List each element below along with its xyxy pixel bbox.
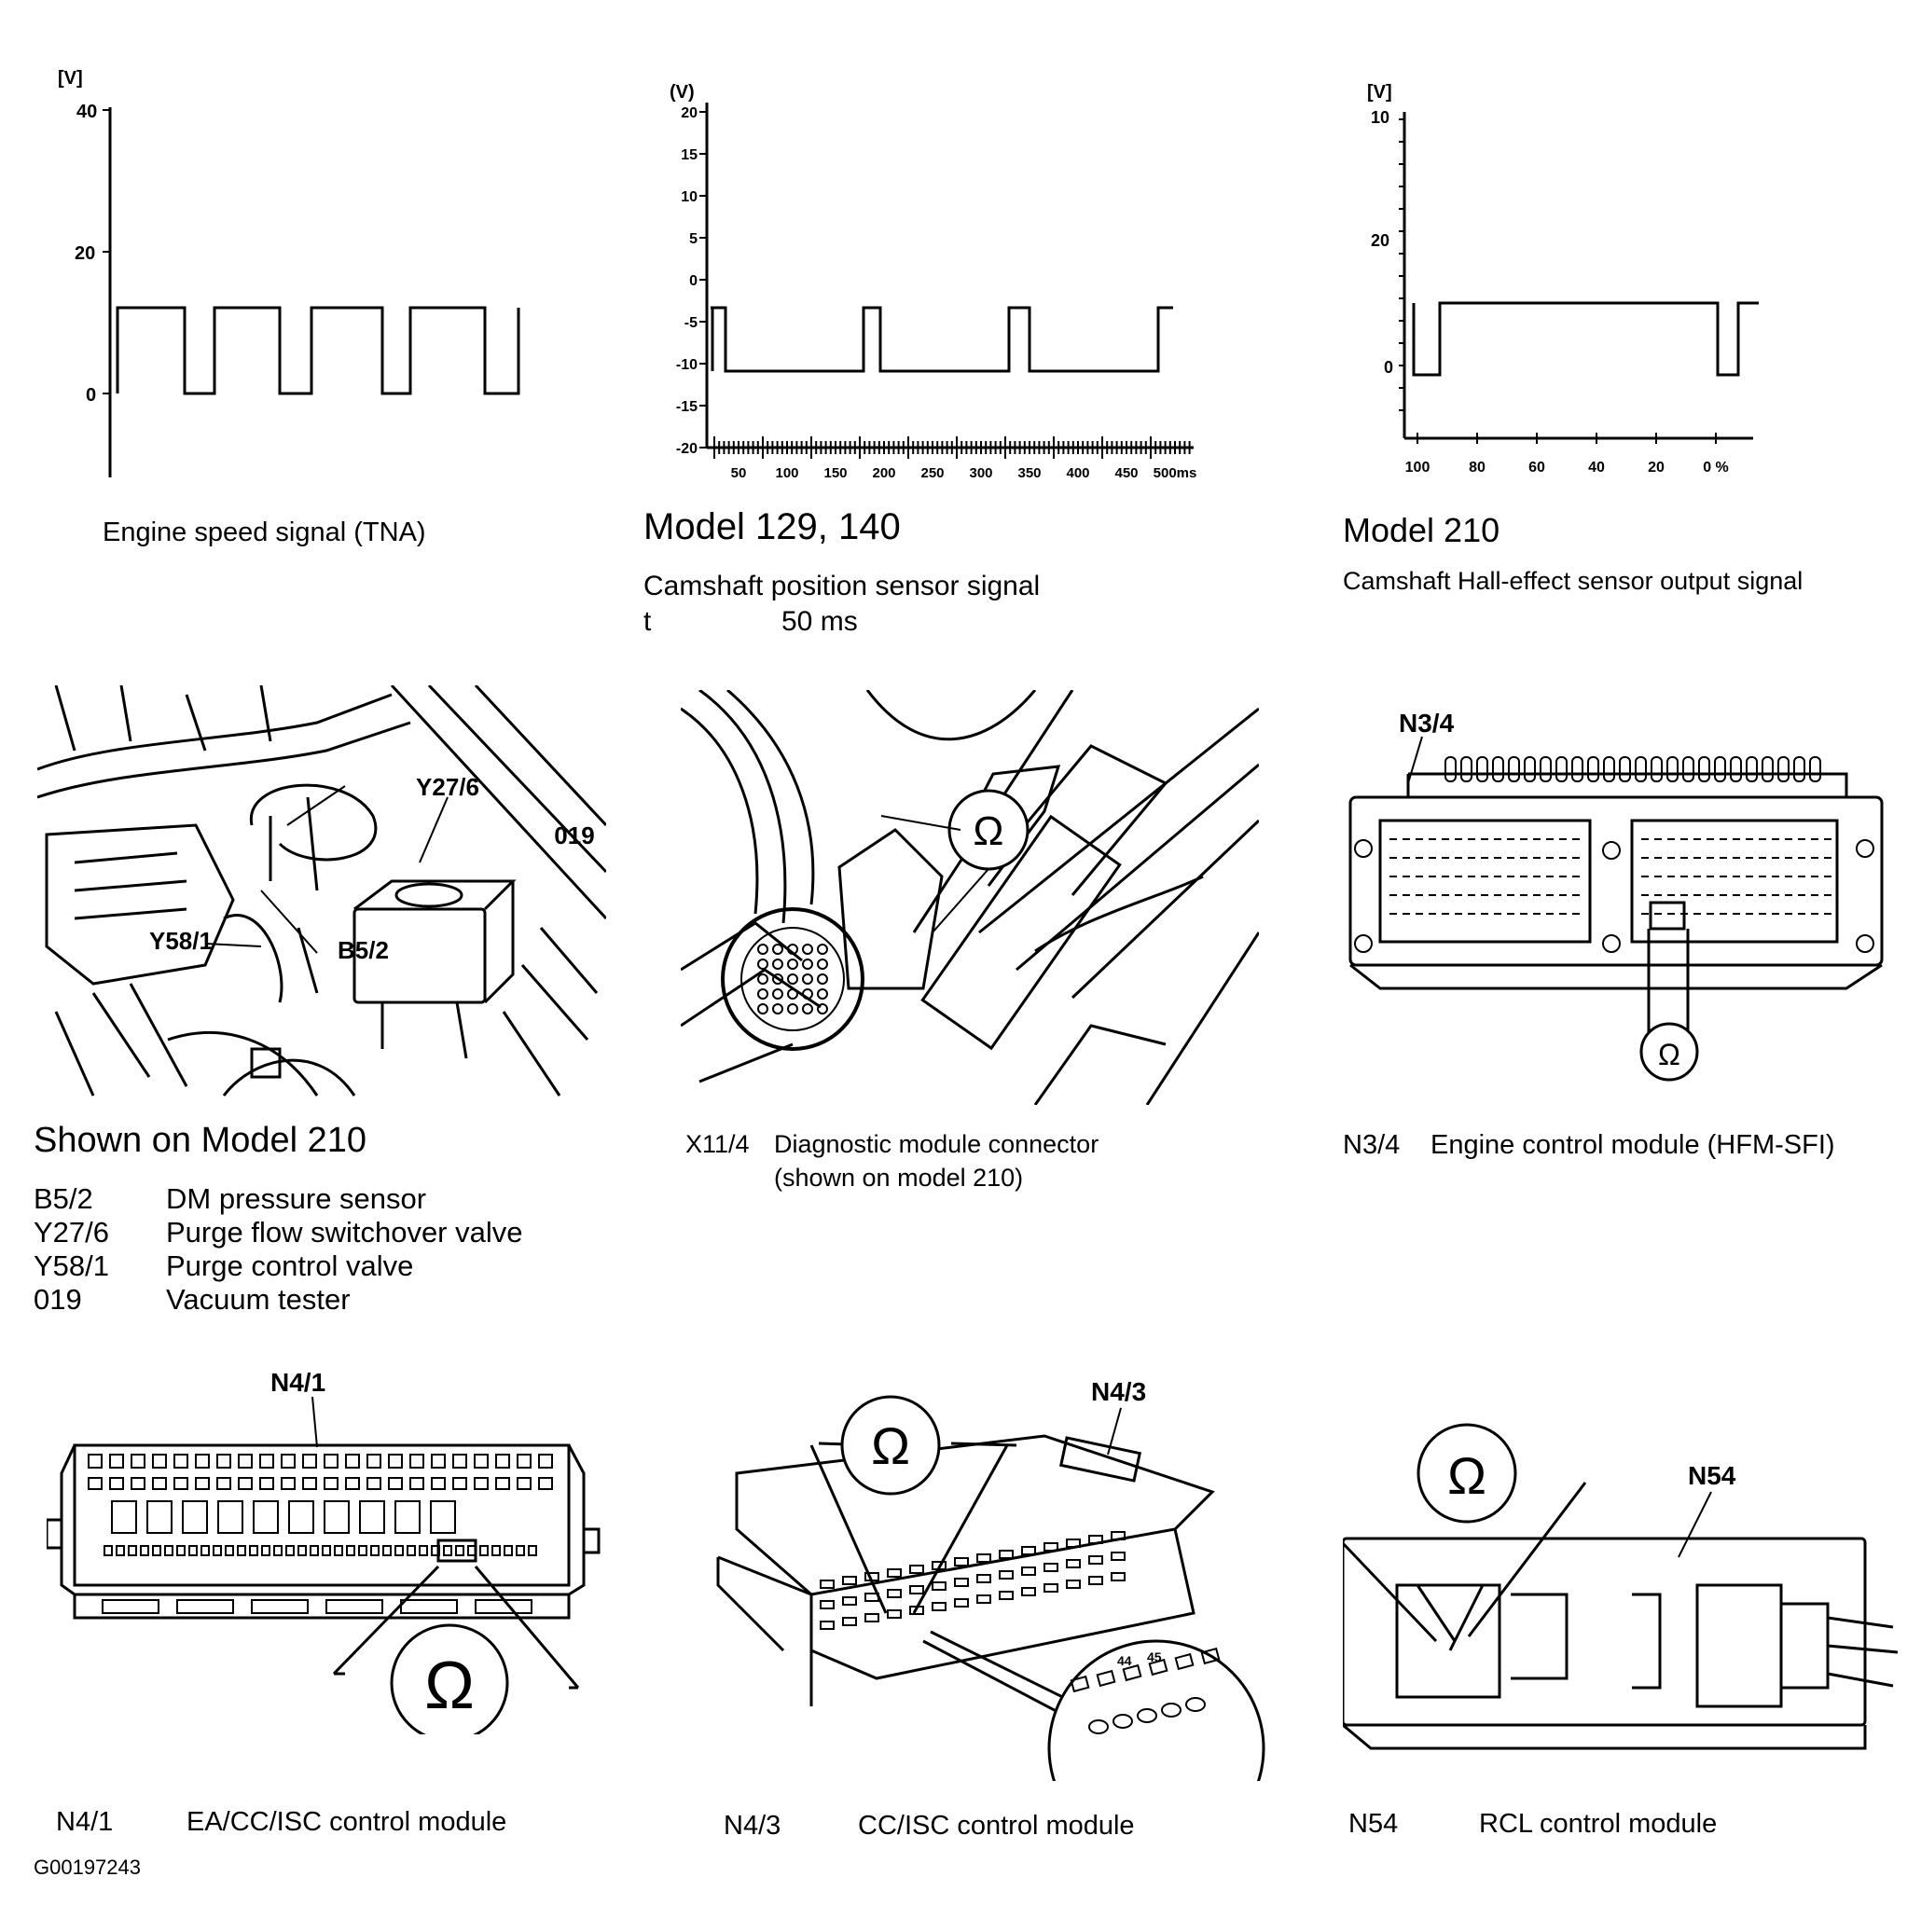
y-tick-label: -10 (676, 357, 698, 373)
diagnostic-connector-illustration: Ω (681, 690, 1259, 1105)
n54-code: N54 (1348, 1809, 1399, 1839)
engine-speed-signal-chart: [V] 40 20 0 (58, 68, 520, 477)
rcl-module-illustration: N54 Ω (1343, 1423, 1899, 1750)
ohm-symbol: Ω (1658, 1038, 1680, 1071)
ohm-symbol: Ω (974, 808, 1004, 854)
y-tick-label: -5 (684, 315, 698, 331)
engine-bay-illustration: Y27/6 019 Y58/1 B5/2 (37, 685, 606, 1097)
diagnostic-connector-caption: Diagnostic module connector (774, 1130, 1099, 1158)
legend-desc: DM pressure sensor (166, 1182, 427, 1215)
x-tick-label: 40 (1588, 460, 1605, 476)
y-tick-label: 5 (689, 231, 698, 247)
shown-on-model-210-title: Shown on Model 210 (34, 1121, 367, 1160)
x-tick-label: 350 (1017, 465, 1041, 481)
engine-speed-caption: Engine speed signal (TNA) (103, 518, 426, 547)
pin-label-44: 44 (1117, 1653, 1132, 1668)
x-tick-label: 0 % (1703, 460, 1729, 476)
legend-code: Y58/1 (34, 1249, 110, 1282)
callout-y58-1: Y58/1 (149, 927, 213, 955)
legend-code: 019 (34, 1283, 82, 1316)
time-label: t (643, 606, 652, 637)
legend-desc: Vacuum tester (166, 1283, 351, 1316)
y-tick-label: 20 (75, 243, 95, 264)
x-tick-label: 300 (969, 465, 992, 481)
x-tick-label: 450 (1114, 465, 1138, 481)
n4-1-label: N4/1 (270, 1368, 325, 1397)
n4-3-code: N4/3 (724, 1811, 781, 1841)
hall-signal-trace (1412, 301, 1759, 377)
x-tick-label: 400 (1066, 465, 1089, 481)
model-129-140-title: Model 129, 140 (643, 506, 901, 547)
round-diagnostic-connector (721, 907, 864, 1051)
ea-cc-isc-caption: EA/CC/ISC control module (187, 1807, 507, 1837)
pin-detail-magnifier (1047, 1639, 1265, 1781)
x-tick-label: 100 (1405, 460, 1430, 476)
x-tick-label: 80 (1469, 460, 1486, 476)
rcl-caption: RCL control module (1479, 1809, 1718, 1839)
y-tick-label: 10 (681, 189, 698, 205)
x-tick-label: 200 (872, 465, 895, 481)
trace-start (711, 306, 726, 371)
x-tick-label: 500ms (1154, 465, 1197, 481)
ohmmeter-icon (1639, 1022, 1699, 1082)
diagnostic-connector-caption-2: (shown on model 210) (774, 1164, 1024, 1192)
hall-effect-caption: Camshaft Hall-effect sensor output signa… (1343, 567, 1804, 595)
legend-desc: Purge flow switchover valve (166, 1216, 523, 1249)
y-unit-label: [V] (1367, 82, 1392, 103)
ohmmeter-icon (390, 1623, 509, 1734)
engine-control-module-illustration: N3/4 Ω (1348, 709, 1884, 1082)
x11-4-code: X11/4 (685, 1130, 750, 1158)
time-value: 50 ms (781, 606, 858, 637)
x-tick-label: 150 (823, 465, 847, 481)
y-tick-label: 20 (1371, 231, 1389, 250)
callout-019: 019 (554, 821, 594, 849)
ohm-symbol: Ω (1447, 1446, 1486, 1505)
y-tick-label: -20 (676, 441, 698, 457)
legend-code: B5/2 (34, 1182, 93, 1215)
legend-desc: Purge control valve (166, 1249, 414, 1282)
x-tick-label: 60 (1528, 460, 1545, 476)
cc-isc-caption: CC/ISC control module (858, 1811, 1135, 1841)
engine-control-module-caption: Engine control module (HFM-SFI) (1430, 1130, 1835, 1160)
y-tick-label: 10 (1371, 108, 1389, 127)
n4-3-label: N4/3 (1091, 1377, 1146, 1406)
n3-4-code: N3/4 (1343, 1130, 1401, 1160)
n3-4-label: N3/4 (1399, 709, 1455, 738)
pin-label-45: 45 (1147, 1649, 1162, 1664)
camshaft-position-caption: Camshaft position sensor signal (643, 571, 1041, 601)
figure-id: G00197243 (34, 1856, 141, 1879)
callout-b5-2: B5/2 (338, 936, 389, 964)
cc-isc-module-illustration: N4/3 Ω 44 45 (716, 1377, 1265, 1781)
x-tick-label: 20 (1648, 460, 1665, 476)
y-tick-label: 0 (86, 385, 96, 406)
x-tick-label: 50 (731, 465, 747, 481)
callout-y27-6: Y27/6 (416, 773, 479, 801)
y-unit-label: (V) (670, 82, 695, 103)
ohm-symbol: Ω (424, 1649, 475, 1723)
n54-label: N54 (1688, 1461, 1736, 1490)
ohmmeter-icon (840, 1395, 941, 1496)
y-unit-label: [V] (58, 68, 83, 89)
n4-1-code: N4/1 (56, 1807, 114, 1837)
x-tick-label: 100 (775, 465, 798, 481)
x-tick-label: 250 (920, 465, 944, 481)
y-tick-label: 0 (1384, 358, 1393, 377)
ohmmeter-icon (1417, 1423, 1517, 1524)
y-tick-label: 15 (681, 147, 698, 163)
y-tick-label: 0 (689, 273, 698, 289)
y-tick-label: -15 (676, 399, 698, 415)
y-tick-label: 40 (76, 102, 97, 122)
square-wave-trace (116, 306, 520, 395)
ea-cc-isc-module-illustration: N4/1 Ω (47, 1368, 601, 1734)
model-210-title: Model 210 (1343, 511, 1500, 549)
ohm-symbol: Ω (871, 1416, 910, 1475)
y-tick-label: 20 (681, 105, 698, 121)
camshaft-pulse-trace (711, 306, 1173, 373)
hall-effect-chart: [V] 10 20 0 100 80 60 40 20 0 % (1367, 82, 1759, 476)
legend-code: Y27/6 (34, 1216, 110, 1249)
